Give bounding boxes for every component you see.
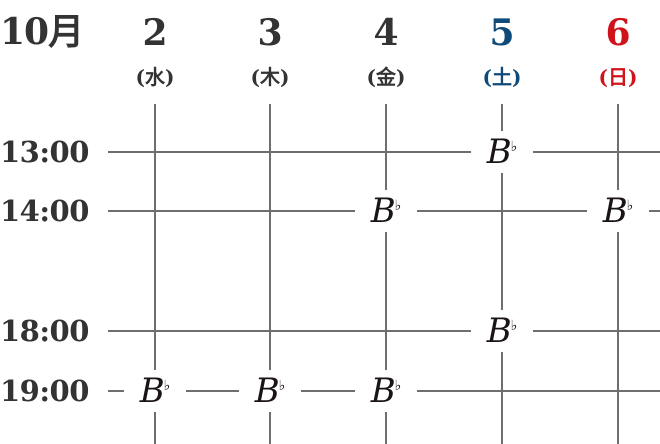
grid-col-line (501, 104, 503, 444)
b-flat-logo-icon: B (370, 191, 396, 231)
flat-sign: ♭ (394, 378, 402, 394)
flat-sign: ♭ (278, 378, 286, 394)
time-label-1300: 13:00 (0, 135, 89, 169)
time-label-1400: 14:00 (0, 194, 89, 228)
day-weekday: (金) (366, 65, 406, 89)
day-weekday: (日) (598, 65, 638, 89)
event-marker-4-1400[interactable]: B♭ (355, 190, 417, 232)
day-number: 4 (373, 12, 399, 54)
flat-sign: ♭ (626, 198, 634, 214)
day-weekday: (水) (135, 65, 175, 89)
b-flat-logo-icon: B (254, 371, 280, 411)
day-weekday: (木) (250, 65, 290, 89)
grid-row-line (108, 330, 660, 332)
grid-col-line (154, 104, 156, 444)
day-number: 3 (257, 12, 283, 54)
event-marker-2-1900[interactable]: B♭ (124, 370, 186, 412)
day-number: 2 (142, 12, 168, 54)
event-marker-5-1300[interactable]: B♭ (471, 131, 533, 173)
b-flat-logo-icon: B (139, 371, 165, 411)
b-flat-logo-icon: B (486, 132, 512, 172)
day-header-2: 2 (水) (115, 14, 195, 90)
flat-sign: ♭ (510, 318, 518, 334)
event-marker-3-1900[interactable]: B♭ (239, 370, 301, 412)
day-header-5-saturday: 5 (土) (462, 14, 542, 90)
flat-sign: ♭ (510, 139, 518, 155)
b-flat-logo-icon: B (602, 191, 628, 231)
b-flat-logo-icon: B (370, 371, 396, 411)
grid-row-line (108, 151, 660, 153)
b-flat-logo-icon: B (486, 311, 512, 351)
grid-col-line (385, 104, 387, 444)
time-label-1800: 18:00 (0, 314, 89, 348)
day-header-3: 3 (木) (230, 14, 310, 90)
day-weekday: (土) (482, 65, 522, 89)
day-number: 5 (489, 12, 515, 54)
grid-col-line (617, 104, 619, 444)
month-label: 10月 (0, 11, 84, 53)
event-marker-4-1900[interactable]: B♭ (355, 370, 417, 412)
flat-sign: ♭ (394, 198, 402, 214)
day-number: 6 (605, 12, 631, 54)
event-marker-5-1800[interactable]: B♭ (471, 310, 533, 352)
day-header-4: 4 (金) (346, 14, 426, 90)
day-header-6-sunday: 6 (日) (578, 14, 658, 90)
time-label-1900: 19:00 (0, 374, 89, 408)
flat-sign: ♭ (163, 378, 171, 394)
grid-col-line (269, 104, 271, 444)
event-marker-6-1400[interactable]: B♭ (587, 190, 649, 232)
